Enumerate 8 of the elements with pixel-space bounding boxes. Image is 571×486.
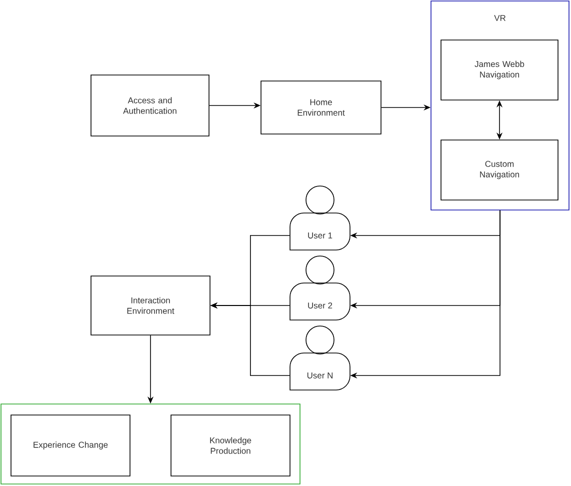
process-box: Home Environment [260,80,382,134]
process-box: Knowledge Production [170,414,290,476]
process-box: Access and Authentication [90,74,210,136]
process-box: Interaction Environment [90,276,210,336]
process-box: Experience Change [10,414,130,476]
process-box: Custom Navigation [440,140,558,200]
group-box [0,404,300,484]
process-box: James Webb Navigation [440,40,558,100]
